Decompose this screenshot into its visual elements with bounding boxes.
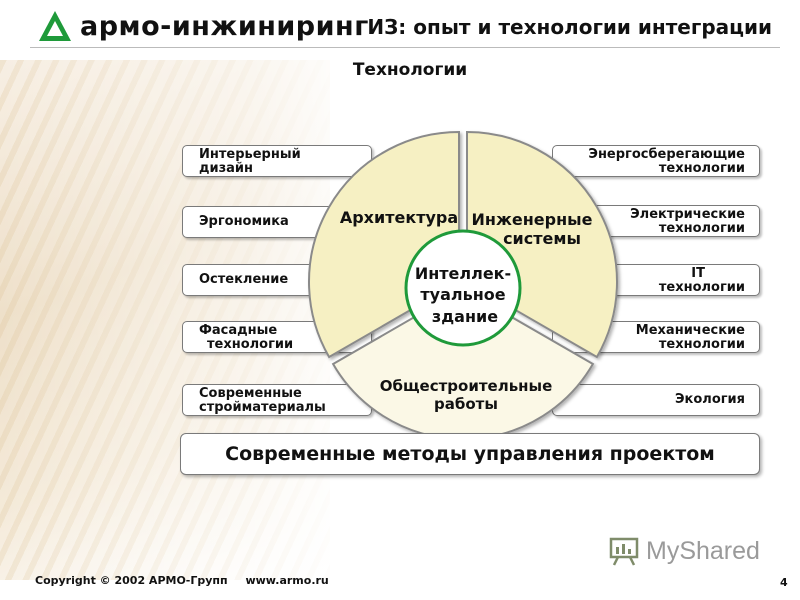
center-label-line3: здание <box>432 307 498 326</box>
logo-triangle-icon <box>39 11 71 41</box>
construction-label-line2: работы <box>434 395 498 413</box>
left-item-line2: дизайн <box>199 161 254 176</box>
left-item-line1: Интерьерный <box>199 147 301 162</box>
page-title: ИЗ: опыт и технологии интеграции <box>367 15 772 39</box>
center-circle <box>404 229 522 347</box>
right-item-energy-saving: Энергосберегающие технологии <box>552 145 760 177</box>
right-item-line1: Электрические <box>630 207 745 222</box>
right-item-line1: Механические <box>635 323 745 338</box>
left-item-line2: технологии <box>207 337 294 352</box>
left-item-interior-design: Интерьерный дизайн <box>182 145 372 177</box>
right-item-line2: технологии <box>658 221 745 236</box>
right-item-ecology: Экология <box>552 384 760 416</box>
right-item-line2: технологии <box>658 161 745 176</box>
engineering-label-line2: системы <box>503 229 581 248</box>
center-label-line1: Интеллек- <box>415 264 511 283</box>
engineering-label-line1: Инженерные <box>472 210 593 229</box>
watermark-text: MyShared <box>646 536 760 565</box>
page-number: 4 <box>780 576 788 589</box>
right-item-line2: технологии <box>658 280 745 295</box>
left-item-line1: Эргономика <box>199 214 289 229</box>
section-subtitle: Технологии <box>352 60 468 80</box>
right-item-line1: IT <box>691 266 705 281</box>
watermark: MyShared <box>608 535 760 567</box>
website-link[interactable]: www.armo.ru <box>245 574 329 587</box>
construction-label-line1: Общестроительные <box>380 377 553 395</box>
footer: Copyright © 2002 АРМО-Групп www.armo.ru <box>35 574 343 587</box>
left-item-line2: стройматериалы <box>199 400 326 415</box>
left-item-line1: Остекление <box>199 272 289 287</box>
presentation-board-icon <box>609 537 639 566</box>
left-item-line1: Фасадные <box>199 323 278 338</box>
right-item-line1: Энергосберегающие <box>588 147 745 162</box>
center-label-line2: туальное <box>420 285 505 304</box>
right-item-line1: Экология <box>675 392 745 407</box>
header-divider <box>30 47 780 48</box>
architecture-label: Архитектура <box>340 208 458 227</box>
left-item-line1: Современные <box>199 386 302 401</box>
logo-text: армо-инжиниринг <box>80 10 369 42</box>
copyright-text: Copyright © 2002 АРМО-Групп <box>35 574 228 587</box>
right-item-line2: технологии <box>658 337 745 352</box>
project-management-banner: Современные методы управления проектом <box>180 433 760 475</box>
company-logo: армо-инжиниринг <box>38 10 369 42</box>
